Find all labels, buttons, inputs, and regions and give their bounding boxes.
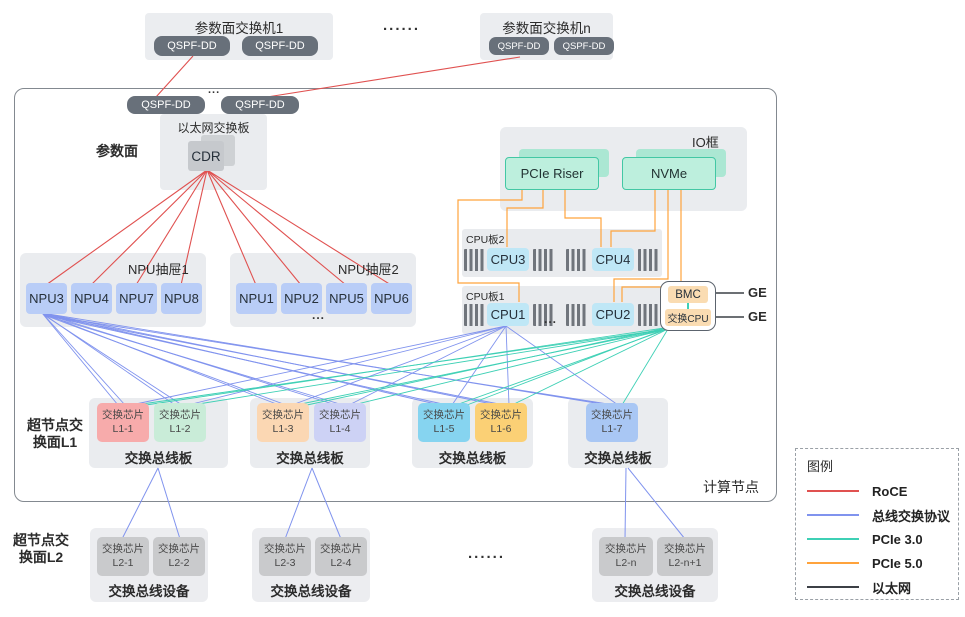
- bmc-chip: BMC: [668, 286, 708, 303]
- npu6-chip: NPU6: [371, 283, 412, 314]
- dimm-stripes: [464, 304, 484, 326]
- pcie-riser-module: PCIe Riser: [505, 157, 599, 190]
- npu4-chip: NPU4: [71, 283, 112, 314]
- npu1-chip: NPU1: [236, 283, 277, 314]
- qspf-dd-port: QSPF-DD: [242, 36, 318, 56]
- legend-entry-pcie5: PCIe 5.0: [796, 551, 958, 575]
- cpu-board1-title: CPU板1: [466, 291, 505, 303]
- npu7-chip: NPU7: [116, 283, 157, 314]
- l2-device1-label: 交换总线设备: [108, 584, 190, 599]
- npu3-chip: NPU3: [26, 283, 67, 314]
- param-switch-1-title: 参数面交换机1: [194, 21, 284, 36]
- compute-node-label: 计算节点: [703, 479, 759, 495]
- qspf-dd-port: QSPF-DD: [127, 96, 205, 114]
- bmc-switchcpu-link: [687, 303, 689, 309]
- qspf-dd-port: QSPF-DD: [554, 37, 614, 55]
- roce-line-sample: [807, 490, 859, 492]
- npu8-chip: NPU8: [161, 283, 202, 314]
- l1-board3-label: 交换总线板: [438, 451, 507, 466]
- ge-label-1: GE: [748, 285, 767, 300]
- l2-device3-label: 交换总线设备: [614, 584, 696, 599]
- l1-board4-label: 交换总线板: [584, 451, 652, 466]
- legend-entry-bus-switch: 总线交换协议: [796, 503, 958, 527]
- switch-cpu-chip: 交换CPU: [665, 309, 711, 326]
- bus-switch-line-sample: [807, 514, 859, 516]
- legend-entry-roce: RoCE: [796, 479, 958, 503]
- ellipsis-cpu: ...: [544, 312, 558, 326]
- l2-plane-label: 超节点交 换面L2: [13, 532, 69, 565]
- io-frame-title: IO框: [692, 135, 719, 150]
- npu2-chip: NPU2: [281, 283, 322, 314]
- cpu2-chip: CPU2: [592, 303, 634, 326]
- dimm-stripes: [464, 249, 484, 271]
- npu-drawer1-title: NPU抽屉1: [128, 262, 189, 277]
- qspf-dd-port: QSPF-DD: [489, 37, 549, 55]
- ellipsis-uplink: ...: [208, 84, 221, 96]
- param-plane-label: 参数面: [96, 143, 138, 159]
- cpu1-chip: CPU1: [487, 303, 529, 326]
- dimm-stripes: [638, 249, 658, 271]
- dimm-stripes: [638, 304, 658, 326]
- dimm-stripes: [566, 304, 588, 326]
- ellipsis-npu: ...: [312, 308, 326, 322]
- legend-entry-ethernet: 以太网: [796, 575, 958, 599]
- cpu3-chip: CPU3: [487, 248, 529, 271]
- ellipsis-top: ......: [383, 17, 421, 34]
- cpu4-chip: CPU4: [592, 248, 634, 271]
- ellipsis-l2: ......: [468, 545, 506, 562]
- nvme-module: NVMe: [622, 157, 716, 190]
- ethernet-line-sample: [807, 586, 859, 588]
- pcie3-line-sample: [807, 538, 859, 540]
- npu5-chip: NPU5: [326, 283, 367, 314]
- cpu-board2-title: CPU板2: [466, 234, 505, 246]
- npu-drawer2-title: NPU抽屉2: [338, 262, 399, 277]
- param-switch-n-title: 参数面交换机n: [502, 21, 591, 36]
- legend-box: 图例 RoCE 总线交换协议 PCIe 3.0 PCIe 5.0 以太网: [795, 448, 959, 600]
- dimm-stripes: [566, 249, 588, 271]
- ge-label-2: GE: [748, 309, 767, 324]
- legend-entry-pcie3: PCIe 3.0: [796, 527, 958, 551]
- dimm-stripes: [533, 249, 555, 271]
- qspf-dd-port: QSPF-DD: [221, 96, 299, 114]
- l1-board1-label: 交换总线板: [124, 451, 193, 466]
- bmc-module-box: BMC 交换CPU: [660, 281, 716, 331]
- l1-plane-label: 超节点交 换面L1: [27, 417, 83, 450]
- legend-title: 图例: [807, 459, 834, 474]
- l1-board2-label: 交换总线板: [276, 451, 344, 466]
- pcie5-line-sample: [807, 562, 859, 564]
- l2-device2-label: 交换总线设备: [270, 584, 352, 599]
- cdr-chip: CDR: [188, 141, 224, 171]
- ethernet-switch-board-title: 以太网交换板: [177, 121, 250, 135]
- qspf-dd-port: QSPF-DD: [154, 36, 230, 56]
